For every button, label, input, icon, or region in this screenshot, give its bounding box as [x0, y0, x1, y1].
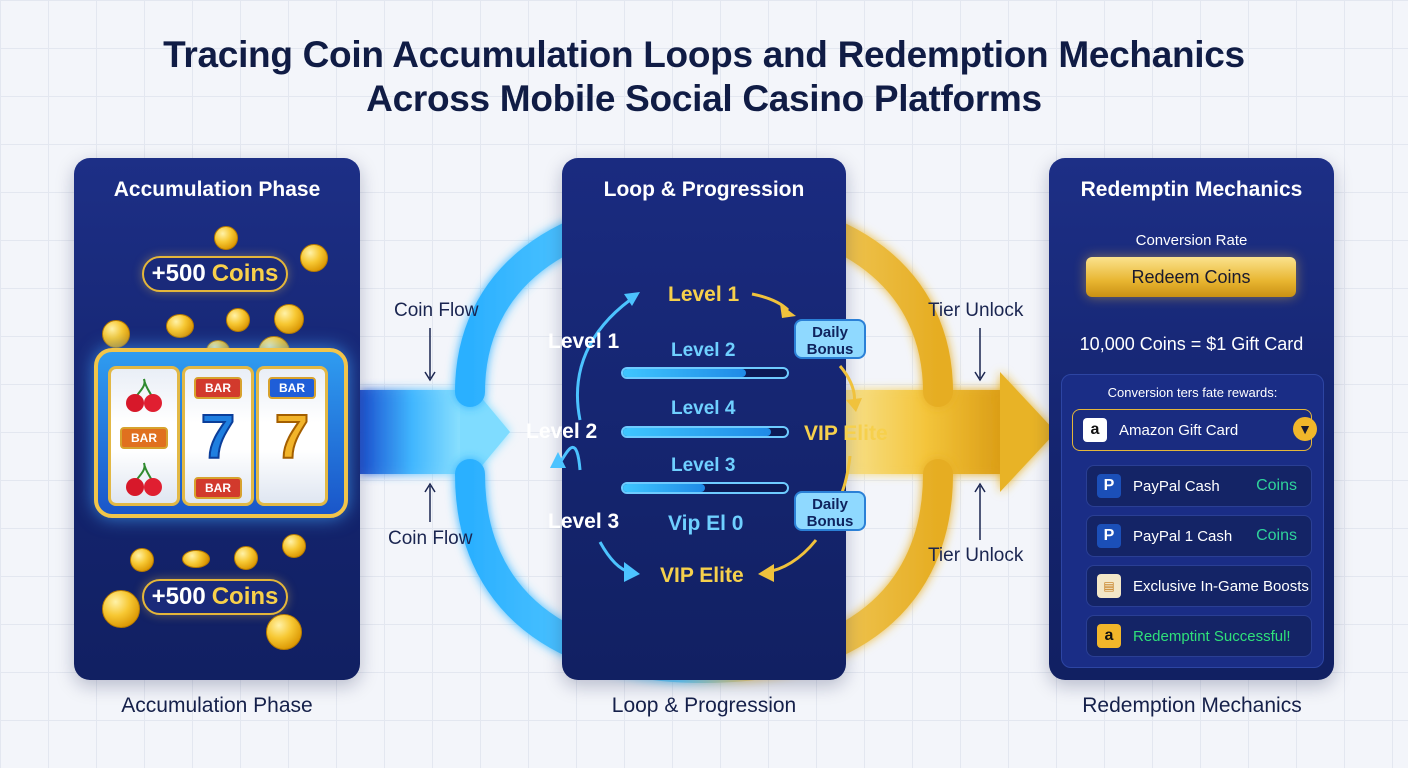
coin-icon [130, 548, 154, 572]
coin-unit: Coins [211, 260, 279, 287]
coin-icon [274, 304, 304, 334]
redemption-panel: Redemptin Mechanics Conversion Rate Rede… [1049, 158, 1334, 680]
paypal-icon: P [1097, 474, 1121, 498]
loop-vip-center: Vip El 0 [668, 512, 744, 535]
chevron-down-icon[interactable]: ▼ [1293, 417, 1317, 441]
reward-coins-tag: Coins [1256, 477, 1297, 494]
bar-symbol: BAR [194, 477, 242, 499]
reward-label: PayPal 1 Cash [1133, 527, 1233, 545]
coin-icon [182, 550, 210, 568]
coin-unit: Coins [211, 583, 279, 610]
gold-flow-arrow [846, 372, 1056, 492]
progress-fill [623, 428, 771, 436]
reward-item-amazon[interactable]: a Amazon Gift Card ▼ [1072, 409, 1317, 451]
reward-label: PayPal Cash [1133, 477, 1220, 495]
progress-row-label: Level 2 [671, 340, 736, 361]
coin-icon [214, 226, 238, 250]
loop-panel: Loop & Progression [562, 158, 846, 680]
progress-fill [623, 484, 705, 492]
reward-coins-tag: Coins [1256, 527, 1297, 544]
coin-icon [102, 590, 140, 628]
coin-icon [300, 244, 328, 272]
coin-icon [166, 314, 194, 338]
page-title: Tracing Coin Accumulation Loops and Rede… [163, 34, 1245, 75]
progress-bar [621, 367, 789, 379]
connector-arrows [424, 328, 986, 540]
rewards-list-header: Conversion ters fate rewards: [1107, 385, 1278, 400]
redemption-success-text: Redemptint Successful! [1133, 627, 1291, 645]
accumulation-panel-title: Accumulation Phase [113, 178, 321, 201]
daily-bonus-bubble-bottom: Daily Bonus [794, 491, 866, 531]
progress-fill [623, 369, 746, 377]
progress-row-label: Level 4 [671, 398, 736, 419]
slot-reel-1: BAR [108, 366, 180, 506]
coin-icon [282, 534, 306, 558]
loop-level-left-1: Level 1 [548, 330, 620, 353]
coin-icon [102, 320, 130, 348]
loop-level-top: Level 1 [668, 283, 740, 306]
slot-reel-2: BAR 7 BAR [182, 366, 254, 506]
bar-symbol: BAR [194, 377, 242, 399]
seven-symbol: 7 [274, 403, 310, 472]
blue-flow-arrow [360, 372, 510, 492]
paypal-icon: P [1097, 524, 1121, 548]
rewards-list: Conversion ters fate rewards: a Amazon G… [1061, 374, 1324, 668]
coin-amount: +500 [151, 260, 206, 287]
accumulation-caption: Accumulation Phase [121, 694, 313, 717]
slot-reel-3: BAR 7 [256, 366, 328, 506]
progress-bar [621, 482, 789, 494]
reward-item-paypal-2[interactable]: P PayPal 1 Cash Coins [1086, 515, 1312, 557]
loop-caption: Loop & Progression [611, 694, 797, 717]
page-subtitle: Across Mobile Social Casino Platforms [366, 78, 1042, 119]
slot-machine: BAR BAR 7 BAR BAR 7 [94, 348, 348, 518]
coin-flow-label-bottom: Coin Flow [388, 528, 473, 549]
seven-symbol: 7 [200, 403, 236, 472]
loop-vip-bottom: VIP Elite [660, 564, 744, 587]
redeem-coins-button[interactable]: Redeem Coins [1086, 257, 1296, 297]
cherry-icon [126, 378, 162, 412]
redemption-caption: Redemption Mechanics [1082, 694, 1302, 717]
loop-level-left-3: Level 3 [548, 510, 620, 533]
conversion-rate-text: 10,000 Coins = $1 Gift Card [1079, 334, 1304, 354]
reward-label: Exclusive In-Game Boosts [1133, 577, 1309, 595]
conversion-rate-label: Conversion Rate [1135, 232, 1248, 249]
boost-icon: ▤ [1097, 574, 1121, 598]
reward-item-success: a Redemptint Successful! [1086, 615, 1312, 657]
reward-label: Amazon Gift Card [1119, 421, 1239, 439]
loop-vip-right: VIP Elite [804, 422, 888, 445]
progress-row-label: Level 3 [671, 455, 736, 476]
coin-icon [266, 614, 302, 650]
reward-item-boosts[interactable]: ▤ Exclusive In-Game Boosts [1086, 565, 1312, 607]
coin-icon [234, 546, 258, 570]
tier-unlock-label-top: Tier Unlock [928, 300, 1024, 321]
loop-level-left-2: Level 2 [526, 420, 598, 443]
reward-item-paypal[interactable]: P PayPal Cash Coins [1086, 465, 1312, 507]
coin-amount: +500 [151, 583, 206, 610]
amazon-icon: a [1083, 418, 1107, 442]
daily-bonus-bubble-top: Daily Bonus [794, 319, 866, 359]
redemption-panel-title: Redemptin Mechanics [1080, 178, 1303, 201]
tier-unlock-label-bottom: Tier Unlock [928, 545, 1024, 566]
bar-symbol: BAR [120, 427, 168, 449]
coin-flow-label-top: Coin Flow [394, 300, 479, 321]
amazon-icon: a [1097, 624, 1121, 648]
coin-icon [226, 308, 250, 332]
cherry-icon [126, 462, 162, 496]
loop-panel-title: Loop & Progression [603, 178, 805, 201]
bar-symbol: BAR [268, 377, 316, 399]
progress-bar [621, 426, 789, 438]
